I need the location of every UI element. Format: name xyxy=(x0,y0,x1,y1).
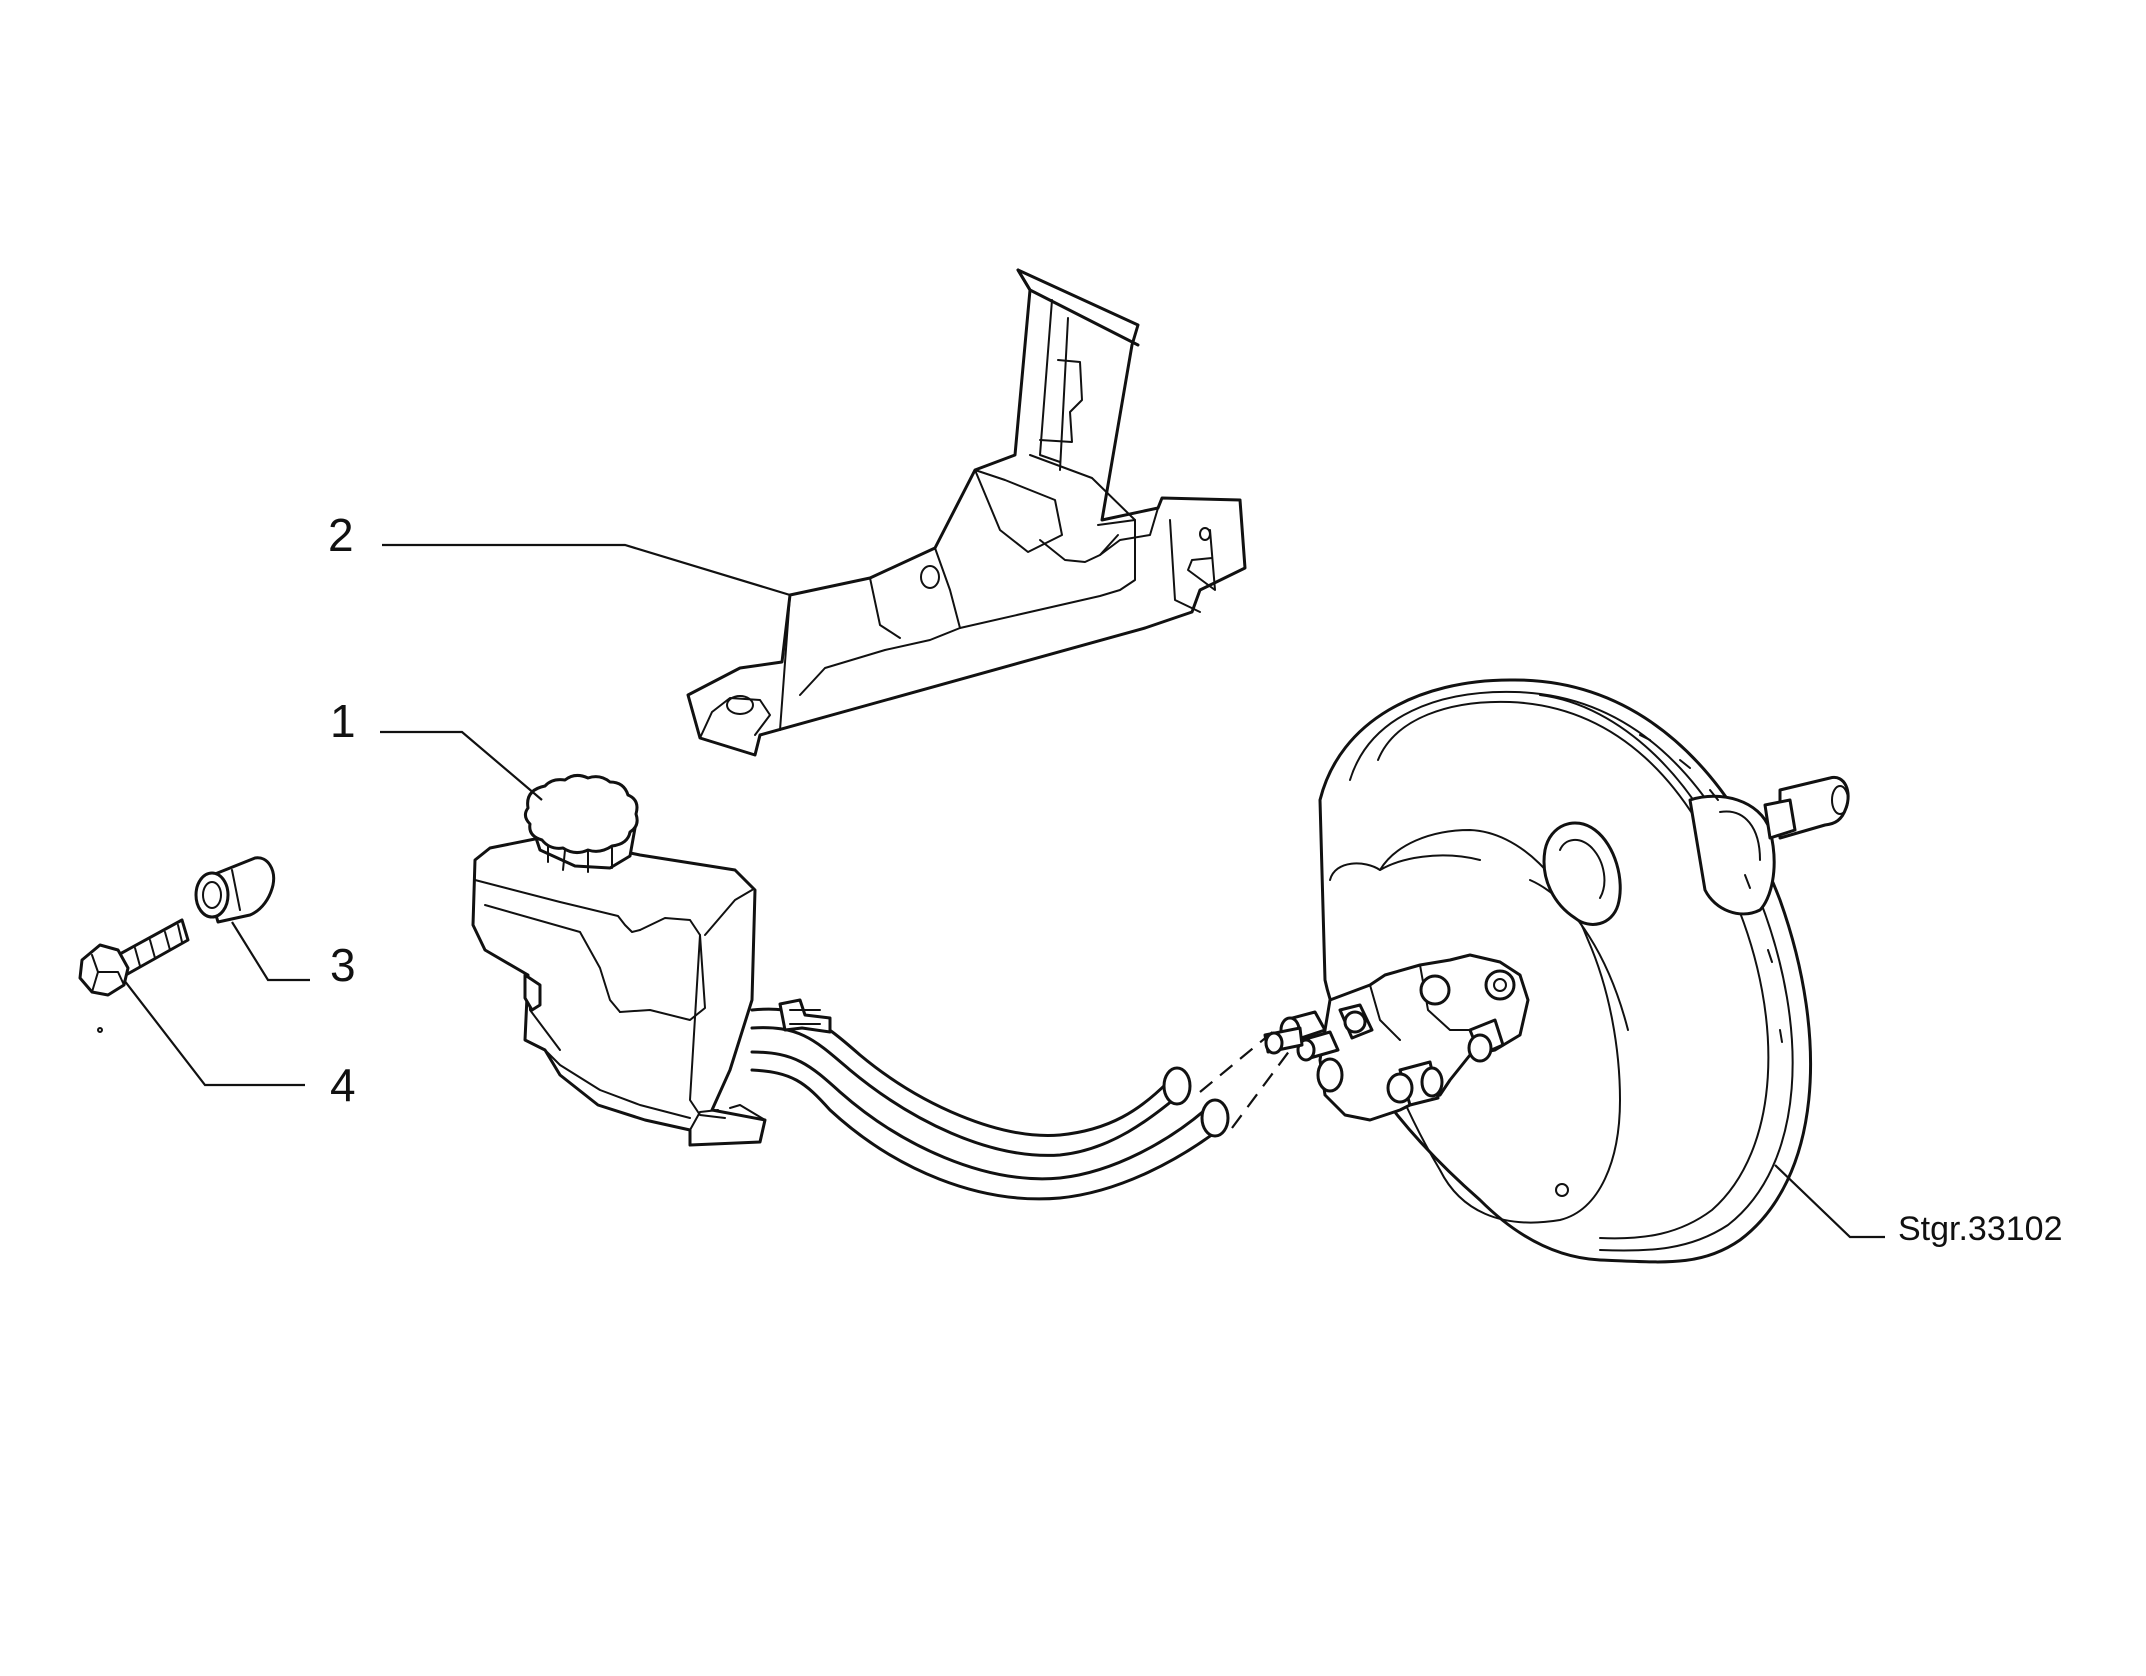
leader-line-part-3 xyxy=(231,921,310,982)
brake-booster xyxy=(1263,678,1850,1264)
leader-line-part-4 xyxy=(123,979,305,1087)
bolt-part-4 xyxy=(78,918,190,1033)
bracket-part-2 xyxy=(686,268,1247,757)
callout-part-1: 1 xyxy=(330,695,356,747)
bushing-part-3 xyxy=(194,856,276,924)
connection-line xyxy=(1231,1049,1291,1129)
reservoir-cap xyxy=(523,773,639,873)
leader-lines xyxy=(123,543,1885,1239)
leader-line-part-2 xyxy=(382,543,791,597)
connection-line xyxy=(1199,1029,1276,1093)
reservoir-part-1 xyxy=(471,773,767,1147)
leader-line-reference xyxy=(1774,1164,1885,1239)
hose-pair xyxy=(750,998,1230,1201)
leader-line-part-1 xyxy=(380,730,543,801)
callout-part-3: 3 xyxy=(330,939,356,991)
callout-part-4: 4 xyxy=(330,1059,356,1111)
callout-part-2: 2 xyxy=(328,509,354,561)
reference-label: Stgr.33102 xyxy=(1898,1210,2063,1248)
